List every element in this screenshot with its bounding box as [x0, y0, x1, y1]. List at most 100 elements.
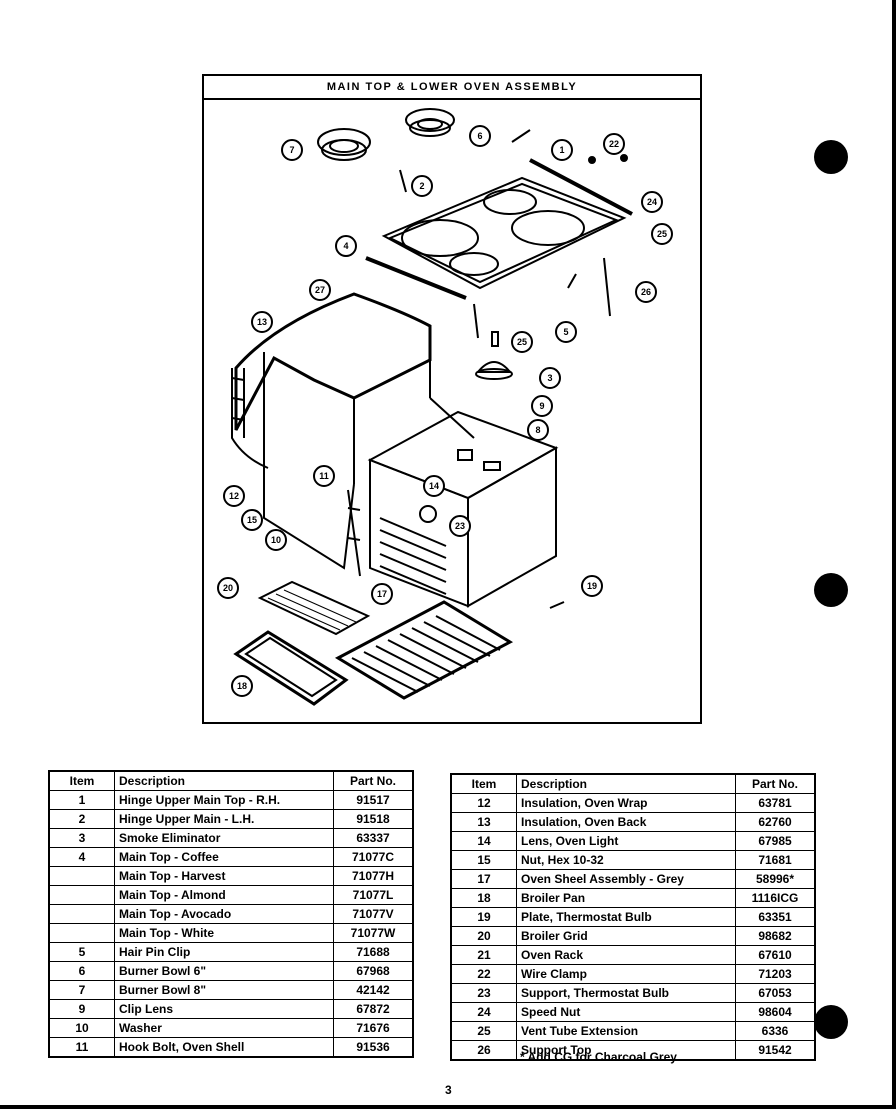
item-cell [48, 885, 115, 905]
main-top-illustration [381, 176, 627, 290]
part-number-cell: 91542 [735, 1040, 816, 1061]
part-number-cell: 91536 [333, 1037, 414, 1058]
callout-5: 5 [555, 321, 577, 343]
scan-edge-right [892, 0, 896, 1109]
diagram-title: MAIN TOP & LOWER OVEN ASSEMBLY [204, 76, 700, 100]
description-cell: Hook Bolt, Oven Shell [114, 1037, 334, 1058]
exploded-assembly-diagram: 7612222442527261352539814111215102320171… [217, 108, 673, 706]
svg-text:27: 27 [315, 285, 325, 295]
callout-17: 17 [371, 583, 393, 605]
broiler-pan-illustration [233, 630, 349, 706]
svg-text:10: 10 [271, 535, 281, 545]
part-number-cell: 58996* [735, 869, 816, 889]
part-number-cell: 67053 [735, 983, 816, 1003]
callout-27: 27 [309, 279, 331, 301]
table-header-row: Item Description Part No. [450, 773, 816, 794]
item-cell: 1 [48, 790, 115, 810]
part-number-cell: 67872 [333, 999, 414, 1019]
column-header-part: Part No. [735, 773, 816, 794]
support-top-illustration [603, 257, 611, 317]
part-number-cell: 42142 [333, 980, 414, 1000]
description-cell: Washer [114, 1018, 334, 1038]
svg-text:4: 4 [343, 241, 348, 251]
svg-text:25: 25 [517, 337, 527, 347]
callout-8: 8 [527, 419, 549, 441]
description-cell: Vent Tube Extension [516, 1021, 736, 1041]
column-header-description: Description [114, 770, 334, 791]
speed-nut-illustration [620, 154, 628, 162]
part-number-cell: 98682 [735, 926, 816, 946]
svg-text:18: 18 [237, 681, 247, 691]
description-cell: Clip Lens [114, 999, 334, 1019]
description-cell: Insulation, Oven Wrap [516, 793, 736, 813]
part-number-cell: 1116ICG [735, 888, 816, 908]
part-number-cell: 71077V [333, 904, 414, 924]
svg-text:8: 8 [535, 425, 540, 435]
part-number-cell: 62760 [735, 812, 816, 832]
svg-text:1: 1 [559, 145, 564, 155]
svg-text:2: 2 [419, 181, 424, 191]
item-cell: 4 [48, 847, 115, 867]
svg-text:22: 22 [609, 139, 619, 149]
support-rail-illustration [529, 158, 633, 216]
part-number-cell: 67610 [735, 945, 816, 965]
hinge-rh-illustration [511, 129, 531, 143]
description-cell: Insulation, Oven Back [516, 812, 736, 832]
scan-edge-bottom [0, 1105, 896, 1109]
callout-9: 9 [531, 395, 553, 417]
callout-4: 4 [335, 235, 357, 257]
item-cell: 26 [450, 1040, 517, 1061]
broiler-grid-illustration [257, 580, 371, 636]
description-cell: Support, Thermostat Bulb [516, 983, 736, 1003]
item-cell: 3 [48, 828, 115, 848]
item-cell: 5 [48, 942, 115, 962]
callout-14: 14 [423, 475, 445, 497]
part-number-cell: 71203 [735, 964, 816, 984]
item-cell: 14 [450, 831, 517, 851]
item-cell: 19 [450, 907, 517, 927]
svg-text:26: 26 [641, 287, 651, 297]
part-number-cell: 71077W [333, 923, 414, 943]
callout-7: 7 [281, 139, 303, 161]
insulation-illustration [231, 292, 475, 577]
item-cell [48, 866, 115, 886]
footnote: * Add CG for Charcoal Grey [520, 1050, 677, 1064]
column-header-description: Description [516, 773, 736, 794]
part-number-cell: 63781 [735, 793, 816, 813]
svg-text:7: 7 [289, 145, 294, 155]
callout-25: 25 [651, 223, 673, 245]
callout-2: 2 [411, 175, 433, 197]
svg-text:15: 15 [247, 515, 257, 525]
item-cell: 6 [48, 961, 115, 981]
svg-text:25: 25 [657, 229, 667, 239]
description-cell: Main Top - Coffee [114, 847, 334, 867]
callout-6: 6 [469, 125, 491, 147]
part-number-cell: 91517 [333, 790, 414, 810]
part-number-cell: 71688 [333, 942, 414, 962]
item-cell: 9 [48, 999, 115, 1019]
item-cell: 24 [450, 1002, 517, 1022]
description-cell: Broiler Grid [516, 926, 736, 946]
callout-11: 11 [313, 465, 335, 487]
svg-text:9: 9 [539, 401, 544, 411]
vent-rod-illustration [473, 303, 479, 339]
punch-hole-bottom [814, 1005, 848, 1039]
callout-1: 1 [551, 139, 573, 161]
description-cell: Main Top - White [114, 923, 334, 943]
